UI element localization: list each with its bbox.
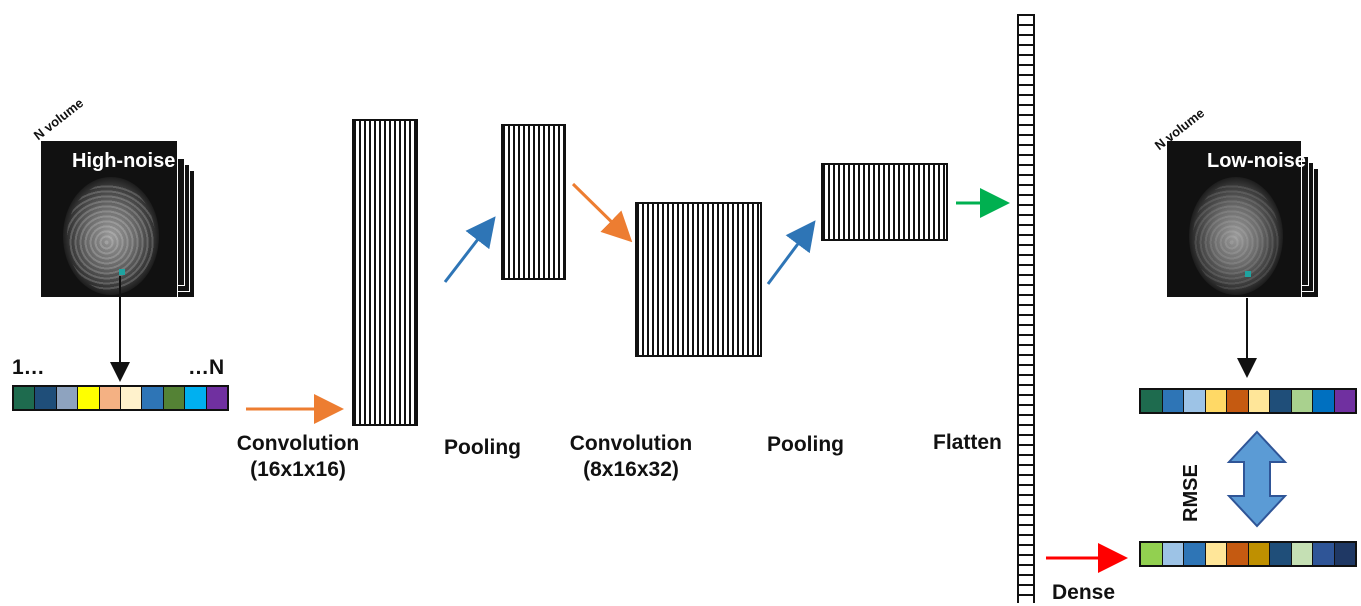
low-noise-image [1166,140,1302,298]
pool2-feature-map [821,163,948,241]
input-stack-label: N volume [30,95,87,143]
flatten-vector [1017,14,1035,603]
vector-cell [1184,390,1206,412]
input-signal-vector [12,385,229,411]
vector-cell [1227,390,1249,412]
vector-start-label: 1… [12,356,45,379]
pool2-label: Pooling [767,433,844,456]
vector-cell [185,387,207,409]
vector-cell [1334,390,1355,412]
vector-cell [1248,390,1270,412]
dense-label: Dense [1052,581,1116,604]
flatten-label: Flatten [933,431,1002,454]
vector-end-label: …N [188,356,225,379]
vector-cell [1162,390,1184,412]
conv2-label-line1: Convolution [569,432,693,455]
predicted-signal-vector [1139,541,1357,567]
vector-cell [1227,543,1249,565]
vector-cell [121,387,143,409]
high-noise-image [40,140,178,298]
vector-cell [78,387,100,409]
vector-cell [1205,543,1227,565]
vector-cell [206,387,228,409]
high-noise-title: High-noise [72,150,176,172]
voxel-marker [119,269,125,275]
vector-cell [1162,543,1184,565]
vector-cell [99,387,122,409]
vector-cell [1313,543,1335,565]
vector-cell [1205,390,1227,412]
vector-cell [1291,390,1313,412]
target-signal-vector [1139,388,1357,414]
pool1-to-conv2-arrow [571,182,633,243]
vector-cell [1291,543,1313,565]
conv2-to-pool2-arrow [766,220,816,285]
vector-cell [1313,390,1335,412]
conv2-label-line2: (8x16x32) [583,458,679,481]
vector-cell [56,387,79,409]
conv2-feature-map [635,202,762,357]
conv1-label-line2: (16x1x16) [250,458,346,481]
conv2-label: Convolution (8x16x32) [559,431,703,483]
rmse-double-arrow [1226,430,1288,528]
vector-cell [1270,390,1292,412]
target-voxel-marker [1245,271,1251,277]
vector-cell [35,387,57,409]
conv1-label-line1: Convolution [236,432,360,455]
vector-cell [142,387,164,409]
rmse-label: RMSE [1180,464,1202,522]
vector-cell [1141,543,1163,565]
vector-cell [1270,543,1292,565]
vector-cell [1248,543,1270,565]
pool1-feature-map [501,124,566,280]
conv1-feature-map [352,119,418,426]
conv1-label: Convolution (16x1x16) [226,431,370,483]
vector-cell [14,387,36,409]
vector-cell [163,387,186,409]
pool1-label: Pooling [444,436,521,459]
conv1-to-pool1-arrow [443,216,496,283]
vector-cell [1184,543,1206,565]
vector-cell [1334,543,1355,565]
low-noise-title: Low-noise [1207,150,1306,172]
vector-cell [1141,390,1163,412]
